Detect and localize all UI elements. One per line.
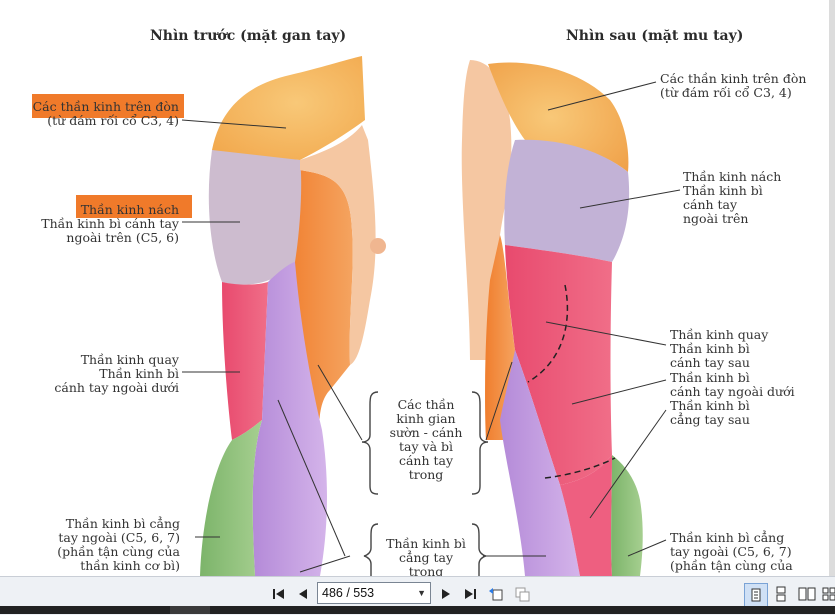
back-arm	[461, 60, 643, 576]
last-page-icon	[465, 589, 476, 599]
single-page-view-button[interactable]	[744, 583, 768, 607]
back-torso	[461, 60, 512, 360]
back-view-title: Nhìn sau (mặt mu tay)	[566, 28, 744, 44]
back-radial-region	[505, 245, 612, 485]
highlight-supraclavicular	[32, 94, 184, 118]
label-back-axillary: Thần kinh nách Thần kinh bì cánh tay ngo…	[683, 169, 782, 226]
last-page-button[interactable]	[459, 583, 481, 605]
front-medial-region	[252, 262, 327, 576]
label-back-lateral-forearm: Thần kinh bì cẳng tay ngoài (C5, 6, 7) (…	[670, 530, 793, 573]
front-radial-region	[222, 282, 268, 440]
label-back-posterior-forearm: Thần kinh bì cẳng tay sau	[670, 398, 750, 427]
dermatome-illustration	[181, 56, 681, 576]
continuous-view-button[interactable]	[770, 583, 792, 605]
facing-continuous-view-button[interactable]	[818, 583, 835, 605]
facing-continuous-icon	[822, 587, 835, 601]
taskbar-app-icon[interactable]	[170, 606, 210, 614]
facing-pages-icon	[798, 587, 816, 601]
label-front-axillary: Thần kinh nách Thần kinh bì cánh tay ngo…	[41, 202, 179, 245]
front-nipple	[370, 238, 386, 254]
front-lateral-forearm-region	[200, 420, 262, 576]
back-posterior-forearm-region	[560, 455, 612, 576]
label-front-lateral-forearm: Thần kinh bì cẳng tay ngoài (C5, 6, 7) (…	[57, 516, 180, 573]
front-chest	[300, 125, 376, 365]
back-view-icon	[489, 588, 503, 601]
label-back-inferior-lateral: Thần kinh bì cánh tay ngoài dưới	[670, 370, 795, 399]
prev-page-icon	[299, 589, 307, 599]
page-number-field[interactable]: 486 / 553 ▼	[317, 582, 431, 604]
back-axillary-region	[504, 139, 630, 262]
front-view-title: Nhìn trước (mặt gan tay)	[150, 28, 347, 44]
continuous-page-icon	[776, 586, 786, 602]
back-medial-region	[500, 350, 580, 576]
label-front-supraclavicular: Các thần kinh trên đòn (từ đám rối cổ C3…	[32, 99, 179, 128]
back-leader-lines	[483, 81, 681, 557]
single-page-icon	[751, 588, 761, 602]
first-page-button[interactable]	[268, 583, 290, 605]
label-front-radial: Thần kinh quay Thần kinh bì cánh tay ngo…	[54, 352, 179, 395]
next-page-icon	[442, 589, 450, 599]
label-back-supraclavicular: Các thần kinh trên đòn (từ đám rối cổ C3…	[660, 71, 807, 100]
page-number-text: 486 / 553	[322, 586, 375, 600]
front-arm	[200, 56, 386, 576]
previous-page-button[interactable]	[292, 583, 314, 605]
back-lateral-forearm-region	[611, 455, 643, 576]
facing-view-button[interactable]	[796, 583, 818, 605]
label-intercostobrachial: Các thần kinh gian sườn - cánh tay và bì…	[389, 397, 463, 482]
forward-view-icon	[515, 587, 530, 602]
label-medial-forearm: Thần kinh bì cẳng tay trong	[386, 536, 466, 577]
go-back-view-button[interactable]	[486, 583, 508, 605]
document-page: Nhìn trước (mặt gan tay) Nhìn sau (mặt m…	[0, 0, 835, 576]
next-page-button[interactable]	[435, 583, 457, 605]
front-axillary-region	[208, 150, 302, 285]
taskbar-strip	[0, 606, 835, 614]
front-leader-lines	[181, 119, 363, 573]
highlight-axillary	[76, 195, 192, 218]
back-dashed-boundary-upper	[527, 284, 569, 383]
first-page-icon	[273, 589, 284, 599]
label-back-radial: Thần kinh quay Thần kinh bì cánh tay sau	[670, 327, 769, 370]
page-edge	[829, 0, 835, 576]
go-forward-view-button[interactable]	[512, 583, 534, 605]
center-braces	[361, 391, 489, 576]
chevron-down-icon[interactable]: ▼	[417, 588, 426, 598]
back-supraclavicular-region	[488, 62, 629, 172]
front-supraclavicular-region	[212, 56, 365, 160]
